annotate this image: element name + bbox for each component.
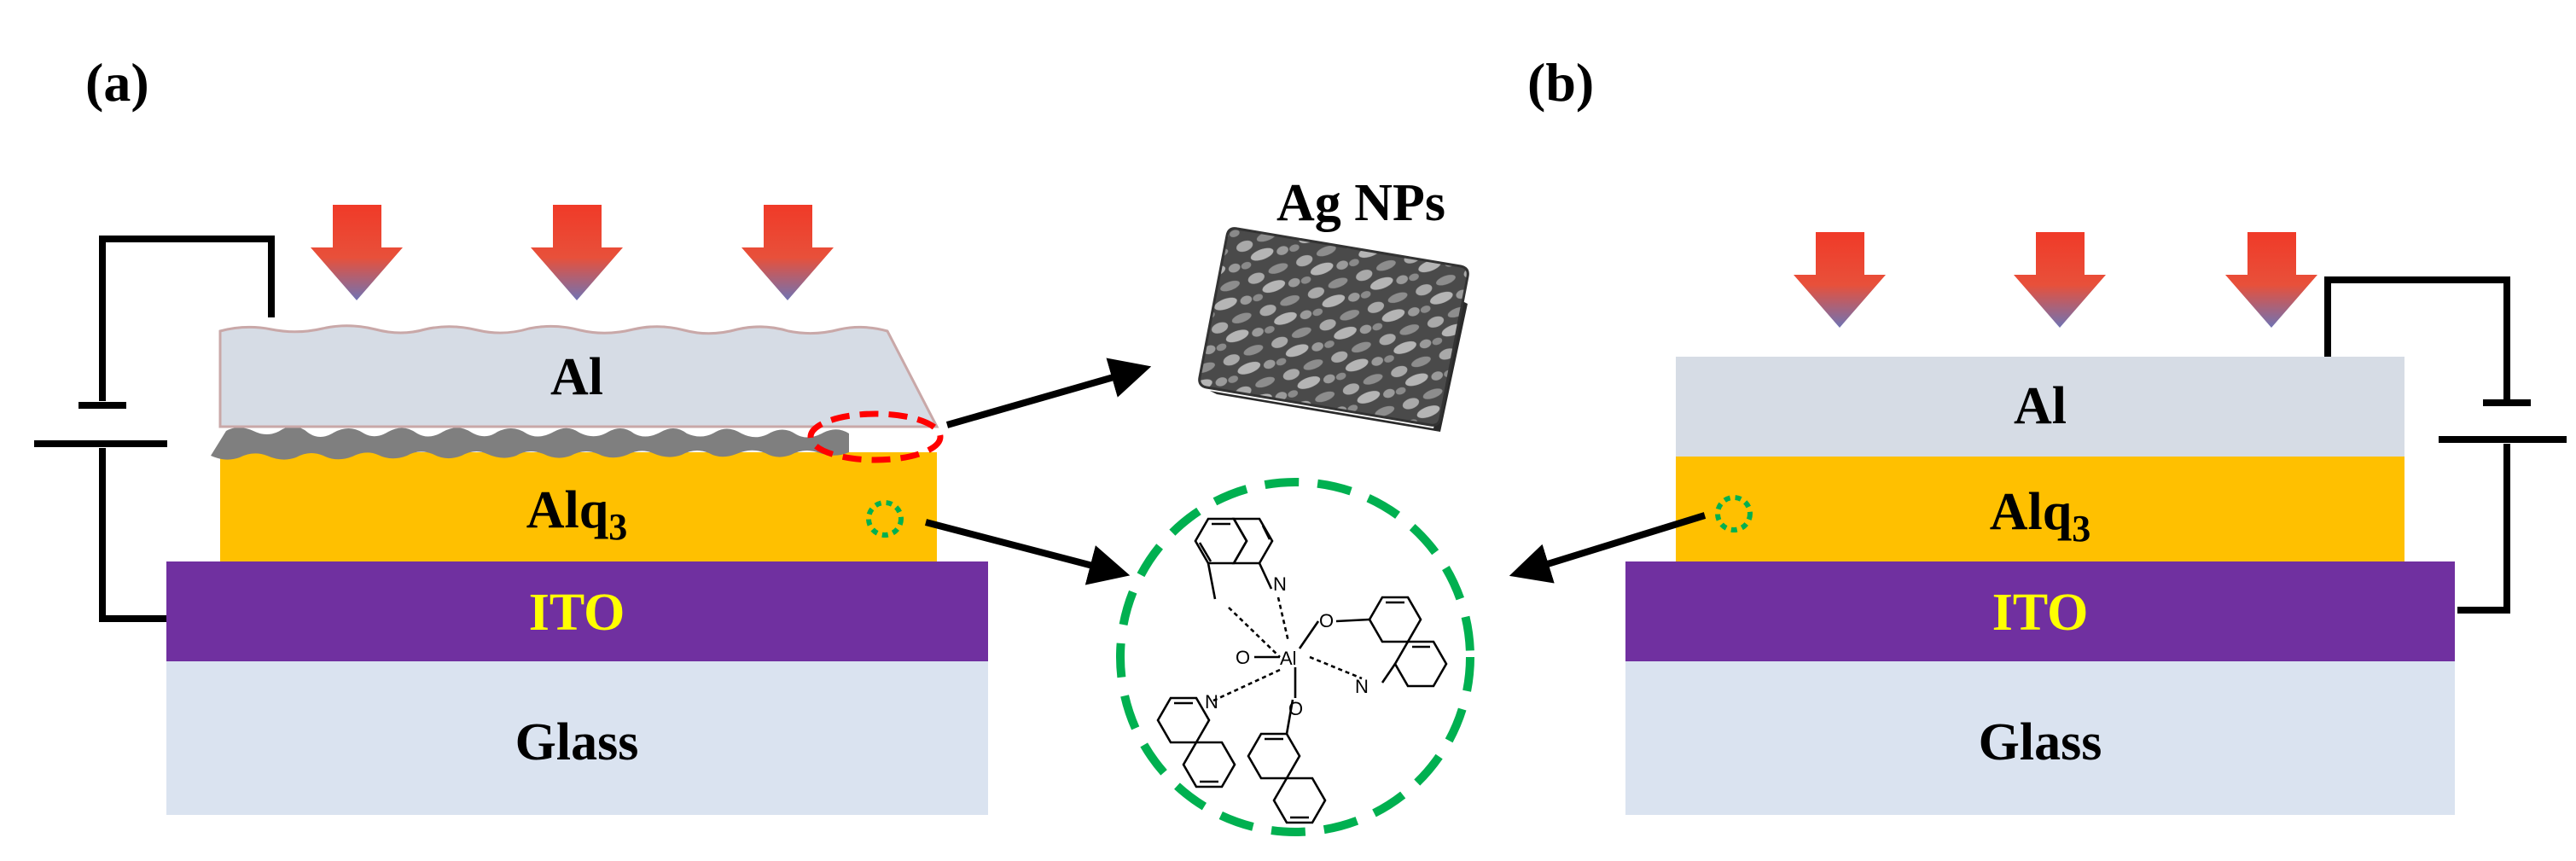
panel-b-label: (b) — [1527, 52, 1594, 113]
glass-label-a: Glass — [515, 713, 639, 771]
pointer-arrow-to-molecule-a — [924, 519, 1131, 585]
al-label-a: Al — [550, 348, 603, 406]
ito-label-a: ITO — [529, 584, 625, 642]
al-layer-b — [1676, 357, 2404, 457]
alq3-label-b: Alq3 — [1990, 483, 2090, 550]
ag-nps-label: Ag NPs — [1276, 174, 1445, 232]
atom-n-top: N — [1273, 573, 1287, 595]
ring-bottom-left-b — [1182, 741, 1236, 788]
light-arrows-a — [311, 205, 834, 300]
atom-n-bottom-left: N — [1205, 691, 1218, 713]
ag-nps-tile-image — [1198, 227, 1469, 427]
light-arrow-b-1 — [1794, 232, 1886, 328]
ring-right-a — [1368, 596, 1422, 643]
atom-o-left: O — [1236, 647, 1250, 668]
ring-top-left-b — [1231, 517, 1274, 565]
panel-b: (b) Glass ITO Alq3 Al — [1509, 52, 2567, 815]
ito-label-b: ITO — [1992, 584, 2089, 642]
alq3-structure — [1156, 517, 1448, 824]
light-arrow-b-2 — [2014, 232, 2106, 328]
panel-a-label: (a) — [85, 52, 149, 113]
light-arrows-b — [1794, 232, 2317, 328]
alq3-label-a: Alq3 — [526, 481, 627, 548]
light-arrow-a-3 — [741, 205, 834, 300]
ag-nps-tile-edge — [1210, 300, 1468, 432]
ito-layer-a — [166, 561, 988, 661]
atom-al-center: Al — [1280, 648, 1297, 669]
ring-right-b — [1393, 640, 1448, 688]
al-label-b: Al — [2014, 377, 2067, 435]
ring-bottom-center-a — [1247, 732, 1301, 780]
light-arrow-a-2 — [531, 205, 623, 300]
circuit-a-wire-bottom — [99, 448, 171, 622]
ring-bottom-left-a — [1156, 696, 1211, 744]
circuit-b-wire-top — [2324, 276, 2510, 399]
light-arrow-a-1 — [311, 205, 403, 300]
ito-layer-b — [1625, 561, 2455, 661]
circuit-a-wire-top — [99, 236, 275, 401]
light-arrow-b-3 — [2225, 232, 2317, 328]
alq3-atom-labels: N O O Al O N N — [1205, 573, 1369, 719]
alq3-molecule-inset: N O O Al O N N — [1116, 478, 1474, 836]
molecule-highlight-circle — [1116, 478, 1474, 836]
glass-label-b: Glass — [1979, 713, 2102, 771]
pointer-arrow-to-molecule-b — [1509, 512, 1707, 584]
alq3-molecule-marker-b — [1715, 495, 1753, 532]
atom-o-top-right: O — [1319, 610, 1334, 631]
alq3-layer-b — [1676, 457, 2404, 561]
glass-layer-b — [1625, 661, 2455, 815]
ag-nps-inset: Ag NPs — [1198, 174, 1469, 432]
ag-np-highlight-marker — [807, 410, 944, 463]
circuit-a — [34, 236, 275, 622]
al-layer-a — [218, 324, 939, 428]
panel-a: (a) Glass ITO Alq3 Al — [34, 52, 1152, 815]
alq3-molecule-marker-a — [866, 500, 904, 538]
circuit-b — [2324, 276, 2567, 614]
alq3-layer-a — [220, 452, 937, 561]
pointer-arrow-to-ag-nps — [945, 358, 1152, 428]
atom-o-bottom: O — [1288, 698, 1303, 719]
ring-bottom-center-b — [1272, 777, 1327, 824]
circuit-b-wire-bottom — [2457, 444, 2510, 614]
glass-layer-a — [166, 661, 988, 815]
atom-n-right: N — [1355, 676, 1369, 697]
